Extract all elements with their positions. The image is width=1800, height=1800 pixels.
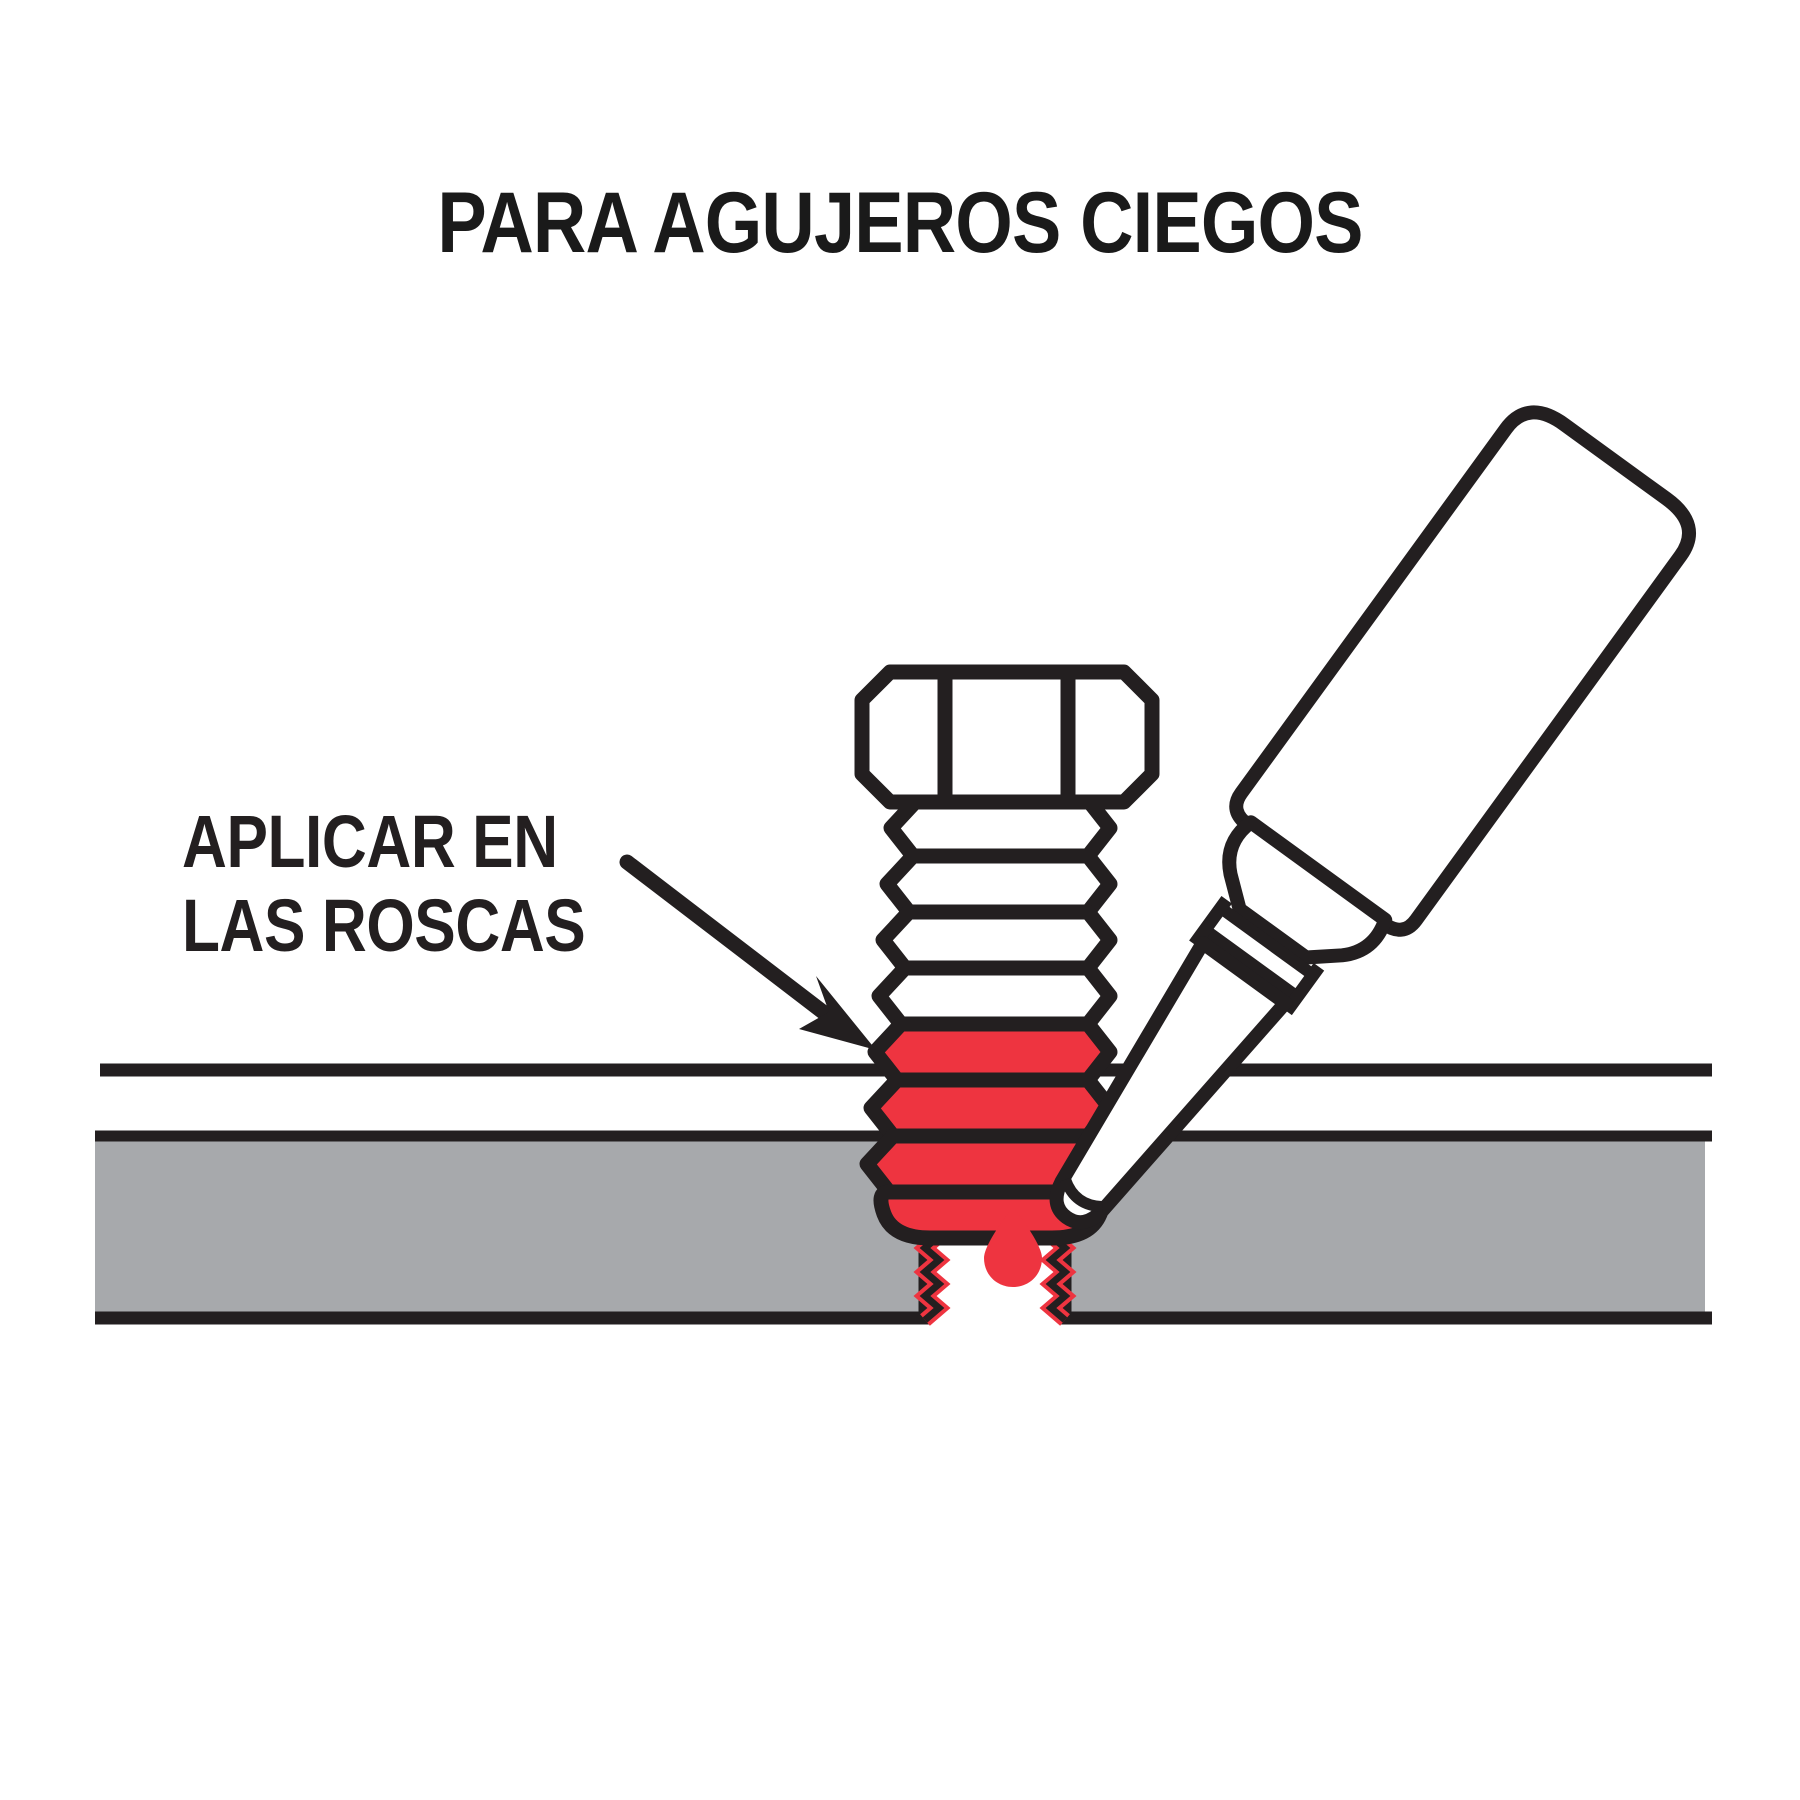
callout-arrow: [619, 854, 876, 1050]
callout-label: APLICAR EN LAS ROSCAS: [182, 800, 586, 968]
adhesive-applicator-bottle: [1049, 405, 1696, 1230]
bottle-nozzle: [1049, 936, 1293, 1230]
bottle-shoulder: [1222, 815, 1393, 965]
callout-line-2: LAS ROSCAS: [182, 884, 586, 967]
adhesive-droplet: [984, 1207, 1042, 1287]
bottle-nozzle-tip: [1060, 1177, 1104, 1213]
bottle-collar-ridge-2: [1206, 928, 1296, 999]
hex-head-bolt: [854, 664, 1160, 1246]
bolt-thread-plain: [871, 792, 1118, 1032]
bottle-collar-ridge-1: [1217, 903, 1317, 980]
page-title: PARA AGUJEROS CIEGOS: [437, 175, 1363, 271]
bottle-body: [1229, 405, 1696, 937]
bolt-hex-head: [854, 664, 1160, 810]
workpiece-plate-left: [95, 1063, 932, 1325]
callout-line-1: APLICAR EN: [182, 800, 558, 883]
